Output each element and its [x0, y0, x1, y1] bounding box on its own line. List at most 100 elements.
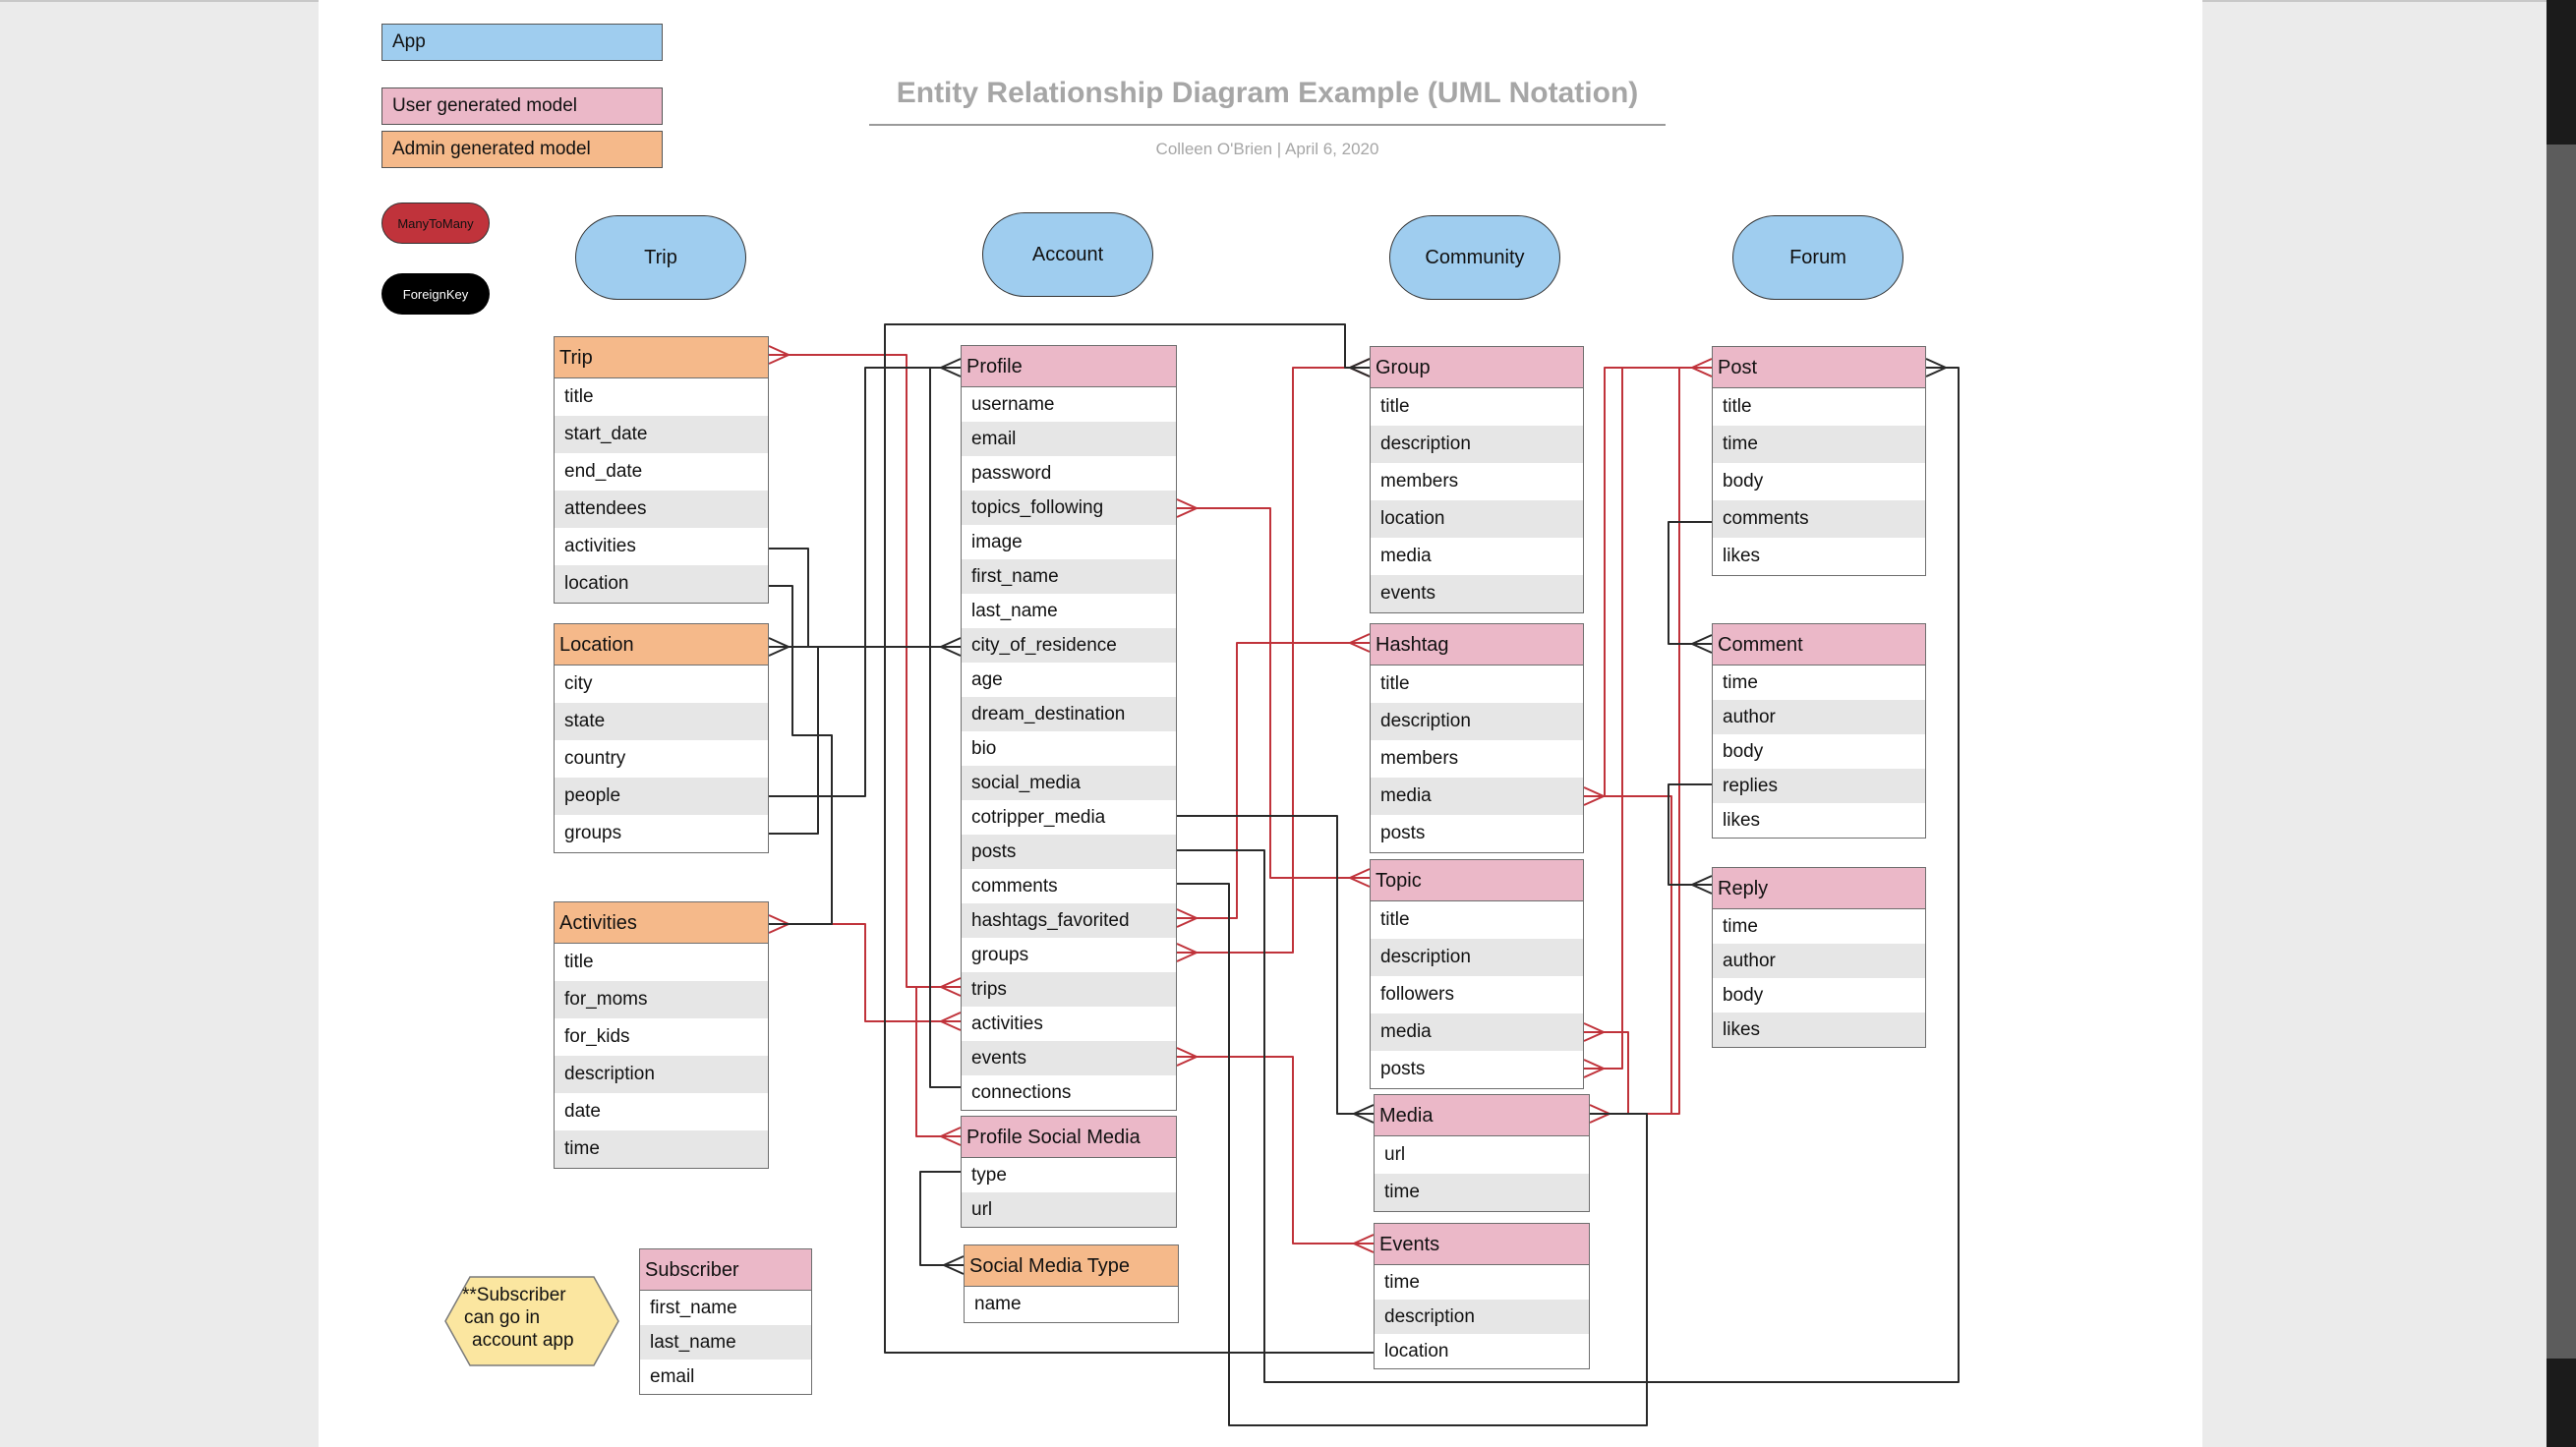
entity-field: connections: [971, 1082, 1072, 1103]
note-hexagon: [444, 1276, 619, 1366]
entity-field: bio: [971, 738, 997, 759]
entity-field: activities: [971, 1013, 1043, 1034]
crows-foot-marker: [941, 1255, 965, 1275]
crows-foot-marker: [1347, 868, 1371, 888]
link-profile-events-events: [1177, 1056, 1374, 1244]
entity-field: title: [1380, 909, 1410, 930]
entity-field: trips: [962, 972, 1176, 1007]
entity-field: title: [1380, 673, 1410, 694]
link-profile-groups-group: [1177, 367, 1370, 954]
entity-title: Social Media Type: [965, 1245, 1178, 1287]
entity-field: first_name: [962, 559, 1176, 594]
entity-field: title: [564, 952, 594, 972]
scrollbar-thumb[interactable]: [2547, 145, 2576, 1359]
entity-title: Comment: [1713, 624, 1925, 666]
entity-field: time: [1723, 672, 1758, 693]
entity-field: posts: [962, 835, 1176, 869]
link-profile-connections-profile: [929, 367, 961, 1088]
crows-foot-marker: [1925, 358, 1949, 377]
entity-field: time: [1723, 916, 1758, 937]
note-line-3: account app: [472, 1330, 574, 1351]
app-trip: Trip: [575, 215, 746, 300]
link-post-media: [1590, 368, 1680, 1115]
entity-field: groups: [971, 945, 1029, 965]
entity-field: comments: [1713, 500, 1925, 538]
entity-field: body: [1723, 985, 1764, 1006]
app-forum: Forum: [1732, 215, 1903, 300]
entity-title: Location: [555, 624, 768, 666]
crows-foot-marker: [1347, 358, 1371, 377]
crows-foot-marker: [938, 637, 962, 657]
entity-field: events: [962, 1041, 1176, 1075]
entity-field: title: [564, 386, 594, 407]
entity-field: time: [1375, 1174, 1589, 1211]
link-topic-posts-post: [1584, 368, 1623, 1070]
entity-field: end_date: [564, 461, 643, 482]
entity-field: posts: [1380, 823, 1426, 843]
entity-field: image: [971, 532, 1023, 552]
crows-foot-marker: [938, 1012, 962, 1031]
link-psm-type-social-media-type: [919, 1171, 964, 1266]
entity-field: last_name: [640, 1325, 811, 1360]
crows-foot-marker: [1176, 498, 1200, 518]
crows-foot-marker: [768, 345, 791, 365]
link-location-people-profile: [769, 367, 961, 797]
link-trip-location-activities: [769, 585, 833, 925]
entity-field: comments: [971, 876, 1058, 897]
entity-title: Events: [1375, 1224, 1589, 1265]
link-comment-replies-reply: [1668, 783, 1712, 886]
app-account: Account: [982, 212, 1153, 297]
entity-field: time: [1384, 1272, 1420, 1293]
entity-field: name: [974, 1294, 1022, 1314]
link-profile-cotripper-media: [1177, 815, 1374, 1115]
entity-title: Reply: [1713, 868, 1925, 909]
entity-field: title: [1723, 396, 1752, 417]
entity-title: Group: [1371, 347, 1583, 388]
entity-title: Profile: [962, 346, 1176, 387]
entity-field: likes: [1713, 1013, 1925, 1047]
entity-field: first_name: [650, 1298, 737, 1318]
entity-field: email: [650, 1366, 695, 1387]
entity-field: start_date: [555, 416, 768, 453]
entity-field: url: [1384, 1144, 1406, 1165]
entity-field: description: [1371, 426, 1583, 463]
entity-field: country: [564, 748, 626, 769]
entity-field: media: [1371, 778, 1583, 815]
entity-field: author: [1713, 700, 1925, 734]
crows-foot-marker: [1689, 634, 1713, 654]
entity-field: description: [1375, 1300, 1589, 1334]
entity-field: members: [1380, 748, 1459, 769]
entity-field: username: [971, 394, 1055, 415]
entity-field: password: [971, 463, 1052, 484]
entity-field: email: [962, 422, 1176, 456]
entity-field: location: [1371, 500, 1583, 538]
entity-title: Post: [1713, 347, 1925, 388]
legend-user-model: User generated model: [381, 87, 663, 125]
crows-foot-marker: [1176, 908, 1200, 928]
legend-app: App: [381, 24, 663, 61]
entity-field: age: [971, 669, 1003, 690]
entity-field: for_kids: [564, 1026, 630, 1047]
entity-field: state: [555, 703, 768, 740]
entity-field: description: [1371, 939, 1583, 976]
entity-title: Trip: [555, 337, 768, 378]
entity-field: followers: [1380, 984, 1454, 1005]
entity-social-media-type[interactable]: Social Media Type name: [964, 1244, 1179, 1323]
entity-field: activities: [564, 536, 636, 556]
